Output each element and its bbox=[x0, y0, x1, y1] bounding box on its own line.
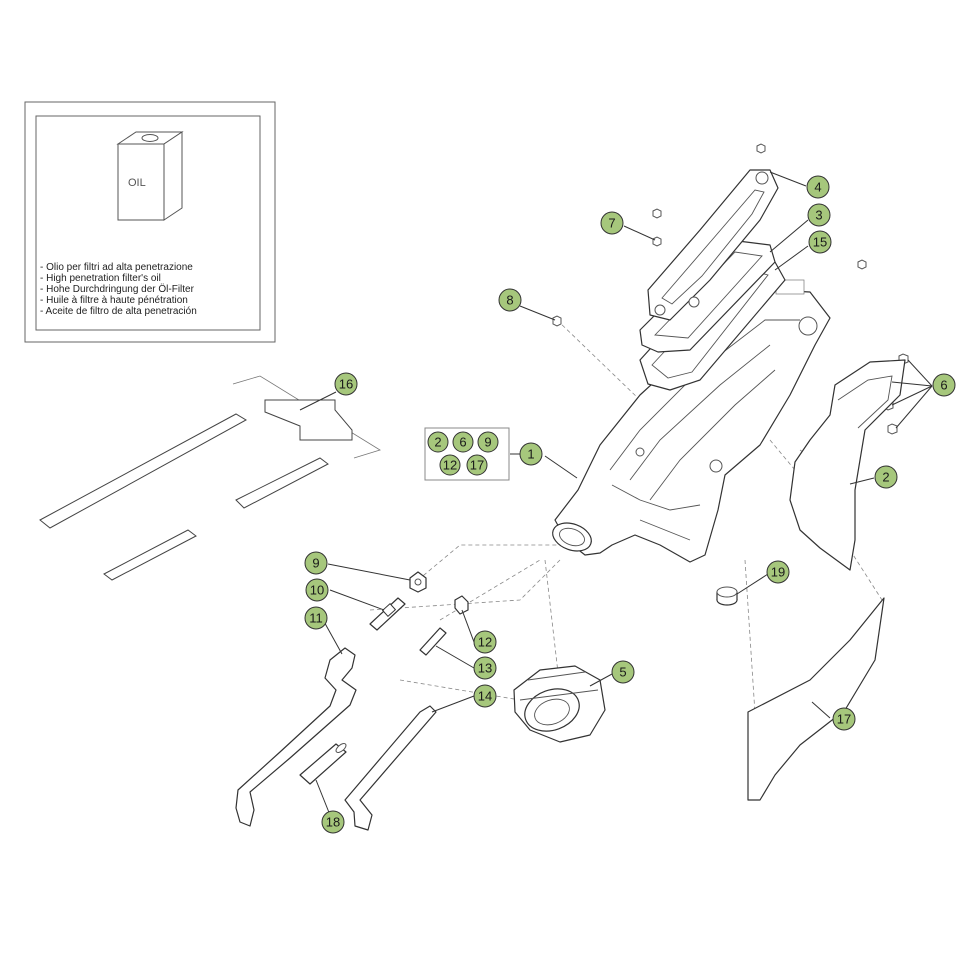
part-2-side-flap bbox=[789, 359, 906, 571]
svg-text:18: 18 bbox=[326, 815, 340, 830]
part-18-connector bbox=[299, 743, 347, 785]
svg-text:17: 17 bbox=[837, 712, 851, 727]
part-12-grommet bbox=[454, 595, 469, 615]
callouts: 1 2 3 4 5 6 7 8 bbox=[304, 175, 956, 834]
callout-9: 9 bbox=[304, 551, 328, 575]
part-4-filter-cage bbox=[647, 169, 779, 321]
oil-text-en: - High penetration filter's oil bbox=[40, 273, 161, 284]
part-13-fitting bbox=[419, 627, 447, 656]
oil-text-es: - Aceite de filtro de alta penetración bbox=[40, 306, 197, 317]
callout-11: 11 bbox=[304, 606, 328, 630]
callout-7: 7 bbox=[600, 211, 624, 235]
svg-text:15: 15 bbox=[813, 235, 827, 250]
oil-text-fr: - Huile à filtre à haute pénétration bbox=[40, 295, 188, 306]
svg-text:16: 16 bbox=[339, 377, 353, 392]
kit-callout-12: 12 bbox=[439, 454, 461, 476]
leader-lines bbox=[299, 171, 933, 821]
oil-text-it: - Olio per filtri ad alta penetrazione bbox=[40, 262, 193, 273]
svg-text:12: 12 bbox=[443, 458, 457, 473]
callout-19: 19 bbox=[766, 560, 790, 584]
callout-16: 16 bbox=[334, 372, 358, 396]
part-5-intake-boot bbox=[513, 665, 606, 743]
part-11-hose bbox=[235, 647, 357, 827]
kit-callout-2: 2 bbox=[427, 431, 449, 453]
kit-callout-17: 17 bbox=[466, 454, 488, 476]
svg-text:11: 11 bbox=[309, 611, 323, 626]
svg-text:9: 9 bbox=[484, 435, 491, 450]
svg-text:10: 10 bbox=[310, 583, 324, 598]
svg-text:3: 3 bbox=[815, 208, 822, 223]
svg-text:14: 14 bbox=[478, 689, 492, 704]
kit-group-box: 2 6 9 12 17 bbox=[424, 427, 510, 481]
svg-text:6: 6 bbox=[940, 378, 947, 393]
svg-text:8: 8 bbox=[506, 293, 513, 308]
callout-10: 10 bbox=[305, 578, 329, 602]
callout-13: 13 bbox=[473, 656, 497, 680]
oil-text-de: - Hohe Durchdringung der Öl-Filter bbox=[40, 283, 195, 295]
callout-8: 8 bbox=[498, 288, 522, 312]
callout-1: 1 bbox=[519, 442, 543, 466]
svg-text:17: 17 bbox=[470, 458, 484, 473]
oil-can-icon: OIL bbox=[116, 131, 184, 221]
part-17-rear-panel bbox=[747, 597, 885, 801]
part-1-airbox bbox=[552, 279, 831, 563]
callout-2: 2 bbox=[874, 465, 898, 489]
svg-text:5: 5 bbox=[619, 665, 626, 680]
svg-text:2: 2 bbox=[434, 435, 441, 450]
kit-callout-6: 6 bbox=[452, 431, 474, 453]
svg-text:12: 12 bbox=[478, 635, 492, 650]
svg-text:9: 9 bbox=[312, 556, 319, 571]
callout-17: 17 bbox=[832, 707, 856, 731]
oil-can-label: OIL bbox=[128, 177, 146, 189]
part-10-fitting bbox=[369, 597, 406, 631]
callout-6: 6 bbox=[932, 373, 956, 397]
part-9-grommet bbox=[409, 571, 427, 593]
part-14-drain-hose bbox=[344, 705, 437, 831]
svg-text:6: 6 bbox=[459, 435, 466, 450]
svg-text:4: 4 bbox=[814, 180, 821, 195]
svg-text:1: 1 bbox=[527, 447, 534, 462]
callout-3: 3 bbox=[807, 203, 831, 227]
svg-text:7: 7 bbox=[608, 216, 615, 231]
svg-text:19: 19 bbox=[771, 565, 785, 580]
callout-5: 5 bbox=[611, 660, 635, 684]
svg-text:13: 13 bbox=[478, 661, 492, 676]
callout-12: 12 bbox=[473, 630, 497, 654]
callout-14: 14 bbox=[473, 684, 497, 708]
callout-18: 18 bbox=[321, 810, 345, 834]
callout-4: 4 bbox=[806, 175, 830, 199]
part-16-adhesive-strips bbox=[39, 375, 381, 581]
oil-info-box: OIL - Olio per filtri ad alta penetrazio… bbox=[24, 101, 276, 343]
callout-15: 15 bbox=[808, 230, 832, 254]
svg-text:2: 2 bbox=[882, 470, 889, 485]
part-19-drain-plug bbox=[716, 586, 738, 606]
kit-callout-9: 9 bbox=[477, 431, 499, 453]
